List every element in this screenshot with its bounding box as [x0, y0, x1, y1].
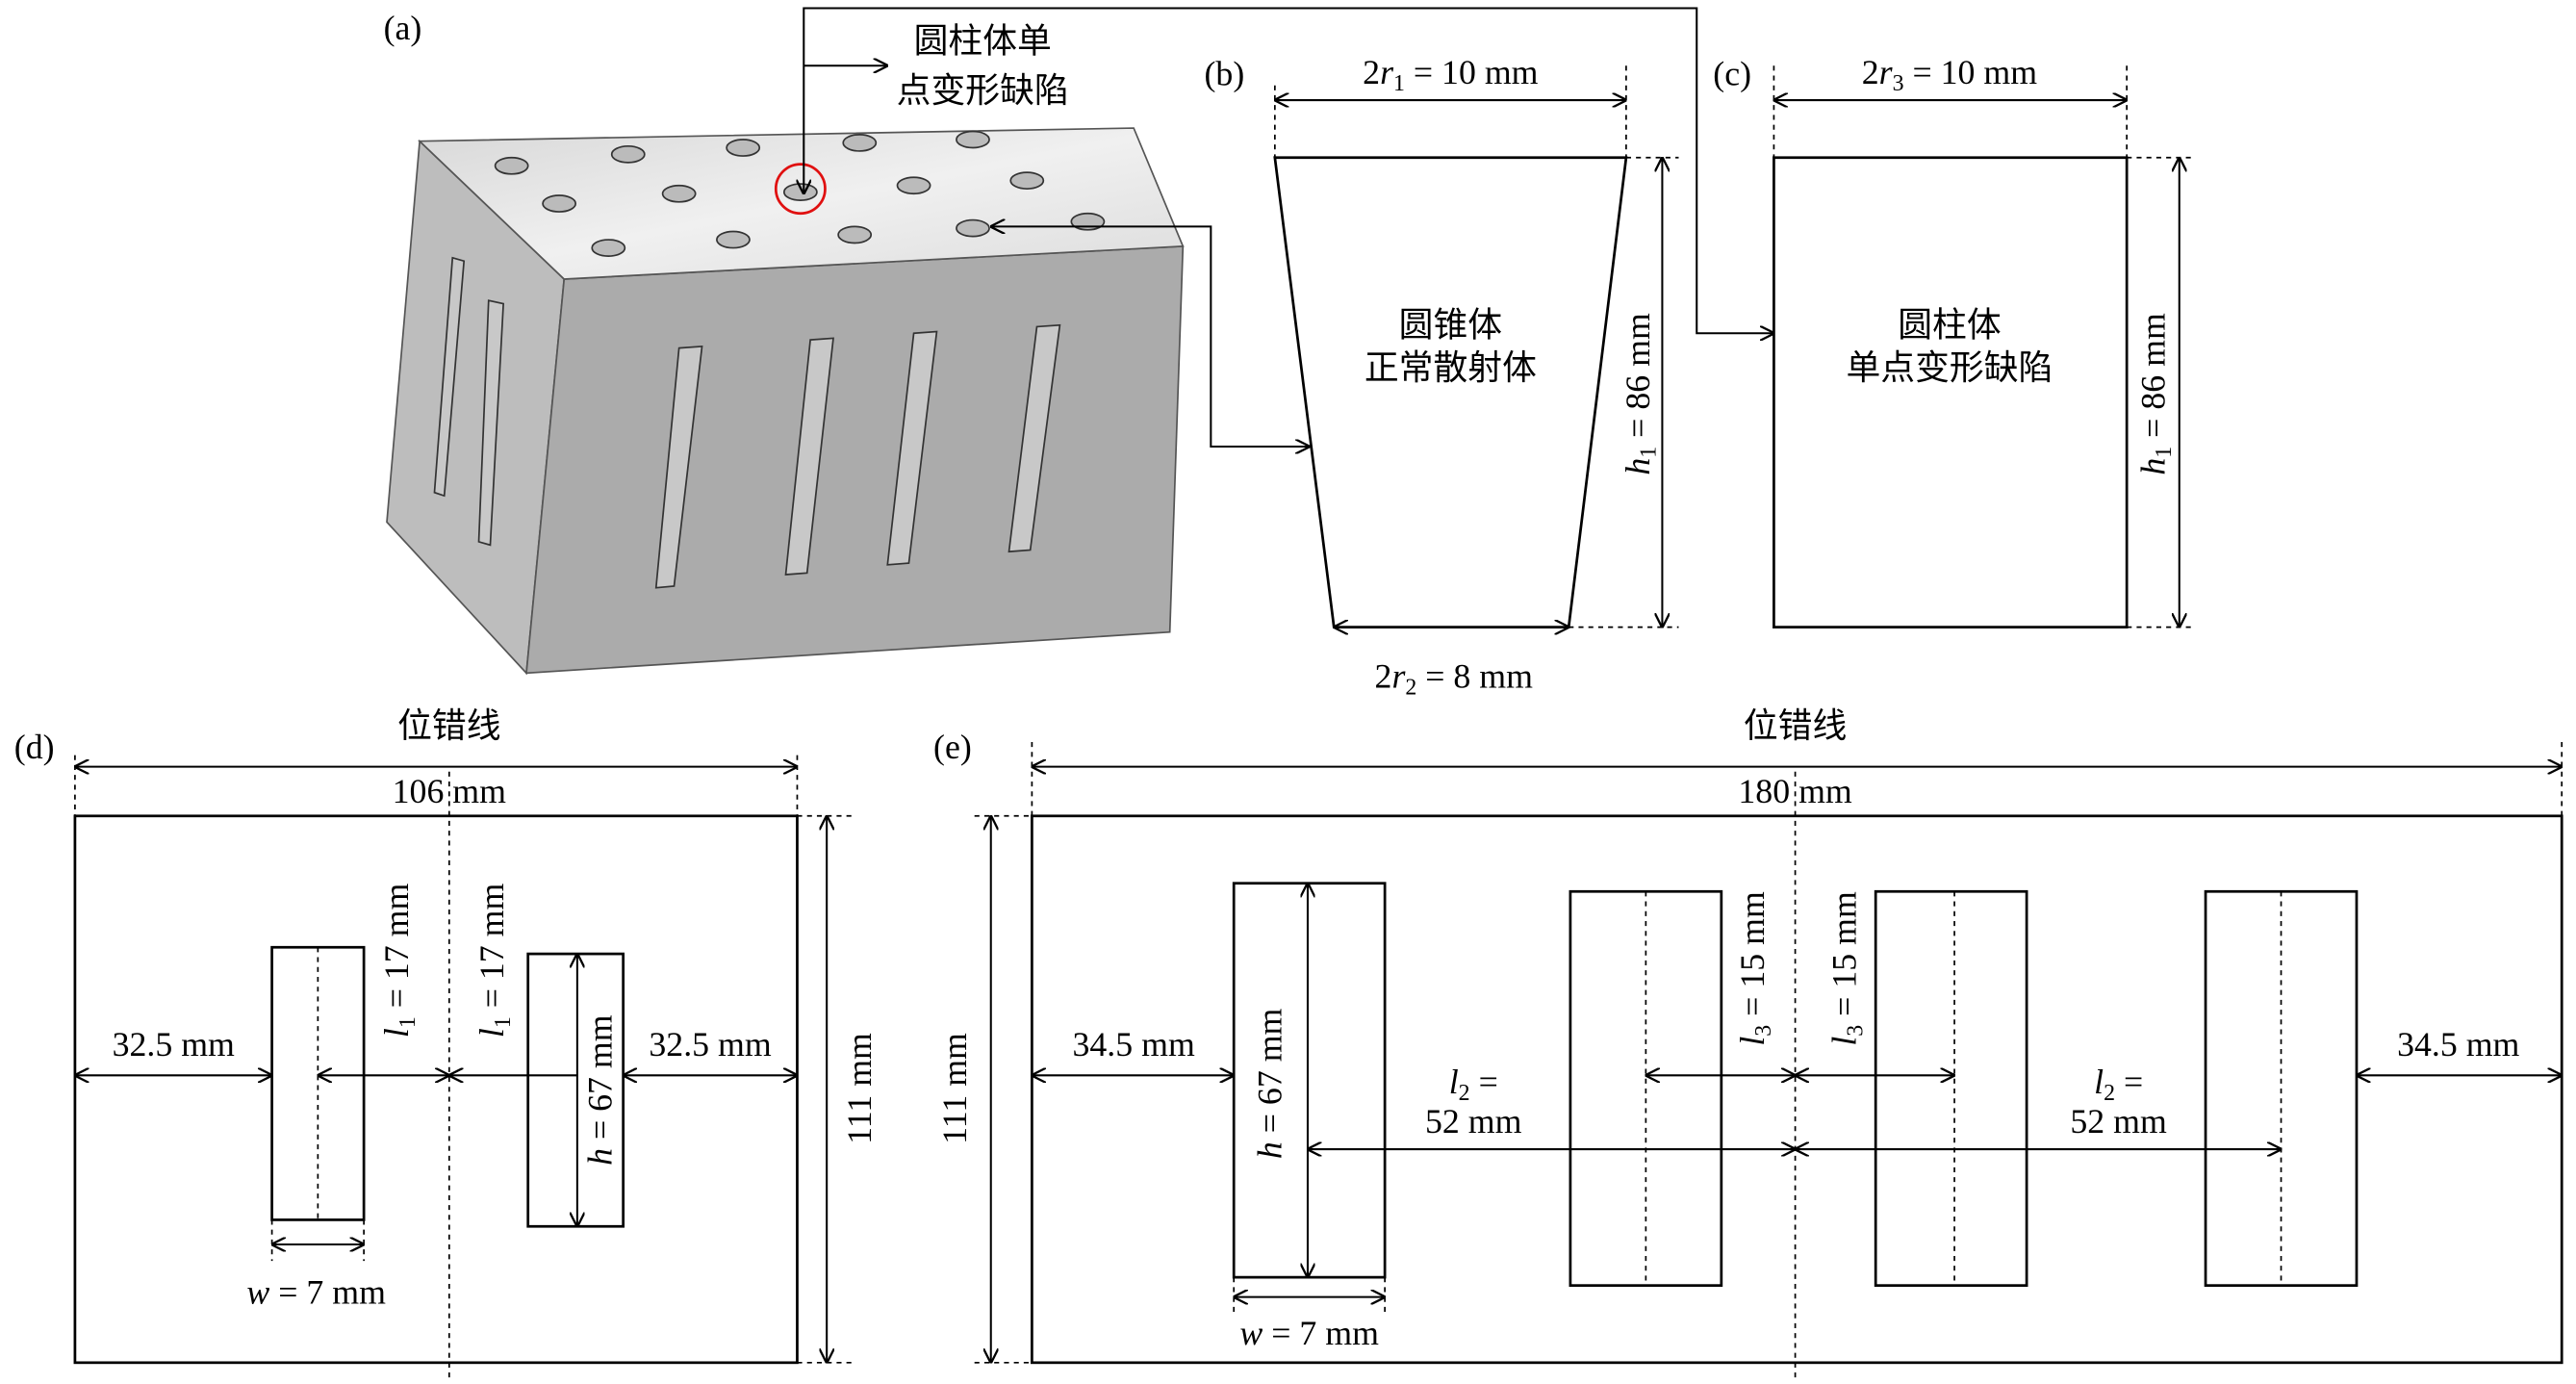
connector-arrow-to-b — [991, 226, 1310, 447]
block-front-face — [525, 244, 1185, 675]
slot-width-label: w = 7 mm — [246, 1272, 386, 1311]
l1-right-label: l1 = 17 mm — [472, 884, 516, 1038]
hole-icon — [661, 184, 697, 203]
right-margin-label: 32.5 mm — [649, 1025, 771, 1064]
hole-icon — [726, 139, 761, 157]
panel-d-label: (d) — [14, 728, 55, 766]
cone-title-line1: 圆锥体 — [1399, 306, 1502, 345]
l2-right-label: l2 = — [2094, 1063, 2143, 1106]
block-3d-model — [386, 127, 1185, 676]
hole-icon — [610, 144, 646, 164]
l1-left-label: l1 = 17 mm — [377, 884, 421, 1038]
plate-outline — [1031, 814, 2563, 1365]
cylinder-title-line1: 圆柱体 — [1898, 306, 2001, 345]
panel-e-label: (e) — [933, 728, 972, 766]
hole-icon — [837, 225, 873, 244]
l2-right-value: 52 mm — [2070, 1102, 2167, 1141]
panel-b: (b) 2r1 = 10 mm 圆锥体 正常散射体 h1 = 86 mm 2r2… — [1205, 53, 1679, 701]
hole-icon — [542, 194, 577, 213]
callout-text-line1: 圆柱体单 — [914, 22, 1052, 61]
slot-width-label: w = 7 mm — [1239, 1314, 1379, 1352]
plate-outline — [73, 814, 799, 1365]
left-margin-label: 32.5 mm — [113, 1025, 235, 1064]
callout-text-line2: 点变形缺陷 — [897, 71, 1069, 110]
panel-a: (a) 圆柱体单 点变形缺陷 — [384, 7, 1774, 676]
bottom-diameter-label: 2r2 = 8 mm — [1375, 657, 1534, 701]
l3-left-label: l3 = 15 mm — [1733, 891, 1776, 1046]
panel-d: (d) 位错线 106 mm h = 67 mm 32.5 mm 32.5 mm… — [14, 706, 879, 1379]
slot-opening — [433, 256, 466, 498]
hole-icon — [1009, 171, 1045, 191]
slot-height-label: h = 67 mm — [1251, 1008, 1289, 1159]
slot-opening — [654, 346, 703, 589]
dislocation-line-label: 位错线 — [397, 706, 500, 745]
top-diameter-label: 2r1 = 10 mm — [1363, 53, 1539, 96]
cone-scatterer-outline — [1273, 156, 1628, 628]
right-margin-label: 34.5 mm — [2397, 1025, 2519, 1064]
panel-c-label: (c) — [1713, 55, 1751, 93]
panel-c: (c) 2r3 = 10 mm 圆柱体 单点变形缺陷 h1 = 86 mm — [1713, 53, 2196, 628]
hole-icon — [956, 218, 990, 238]
top-diameter-label: 2r3 = 10 mm — [1862, 53, 2038, 96]
height-label: h1 = 86 mm — [1619, 313, 1662, 475]
hole-icon — [494, 156, 529, 175]
hole-icon — [896, 176, 931, 195]
hole-icon — [956, 130, 990, 149]
panel-b-label: (b) — [1205, 55, 1245, 93]
slot-height-label: h = 67 mm — [581, 1014, 620, 1166]
height-label: 111 mm — [935, 1033, 974, 1144]
height-label: h1 = 86 mm — [2133, 313, 2177, 475]
panel-e: (e) 位错线 180 mm 111 mm h = 67 mm 34.5 mm … — [933, 706, 2563, 1379]
hole-icon — [591, 239, 626, 257]
hole-icon — [716, 230, 751, 249]
l2-left-value: 52 mm — [1425, 1102, 1522, 1141]
cone-title-line2: 正常散射体 — [1365, 348, 1537, 387]
l2-left-label: l2 = — [1449, 1063, 1498, 1106]
cylinder-title-line2: 单点变形缺陷 — [1846, 348, 2053, 387]
left-margin-label: 34.5 mm — [1072, 1025, 1194, 1064]
hole-icon — [782, 183, 818, 201]
height-label: 111 mm — [840, 1033, 879, 1144]
connector-arrow-to-c — [803, 7, 1773, 334]
l3-right-label: l3 = 15 mm — [1825, 891, 1869, 1046]
slot-3 — [1874, 889, 2028, 1288]
hole-icon — [842, 134, 878, 152]
dislocation-line-label: 位错线 — [1744, 706, 1847, 745]
cylinder-defect-outline — [1773, 156, 2129, 628]
panel-a-label: (a) — [384, 9, 422, 47]
slot-opening — [477, 299, 505, 547]
